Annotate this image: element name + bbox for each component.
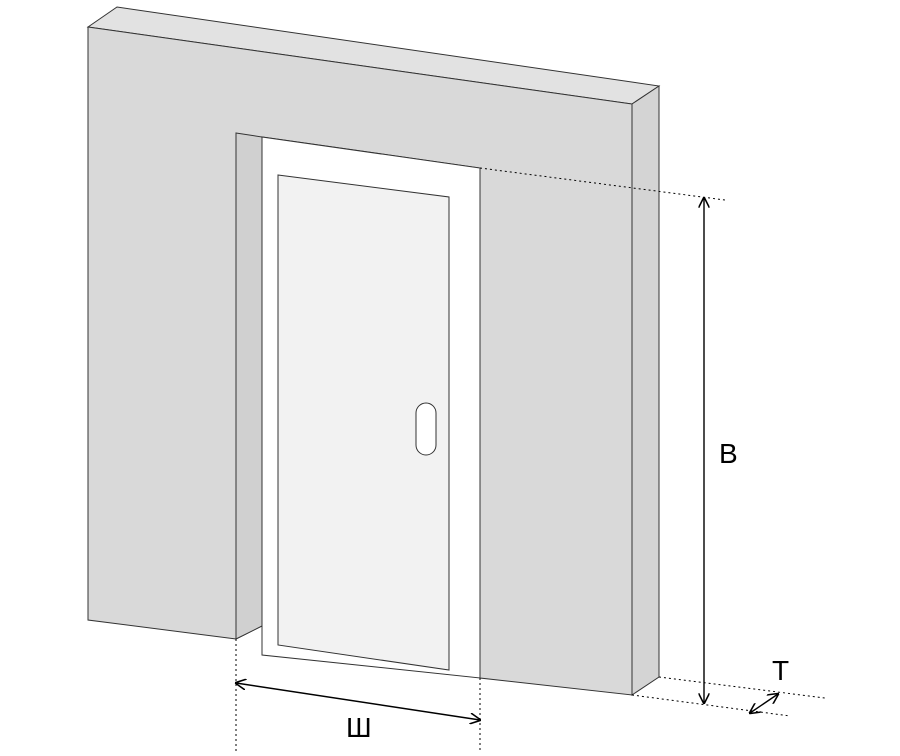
- thickness-dimension-line: [750, 694, 778, 713]
- door-leaf: [277, 174, 450, 671]
- wall-side-face: [631, 85, 660, 696]
- width-dimension-line: [236, 683, 480, 720]
- opening-jamb-left: [235, 132, 263, 640]
- thickness-label: Т: [772, 655, 789, 686]
- height-label: В: [719, 438, 738, 469]
- door-handle-icon: [415, 402, 437, 456]
- width-label: Ш: [346, 712, 372, 743]
